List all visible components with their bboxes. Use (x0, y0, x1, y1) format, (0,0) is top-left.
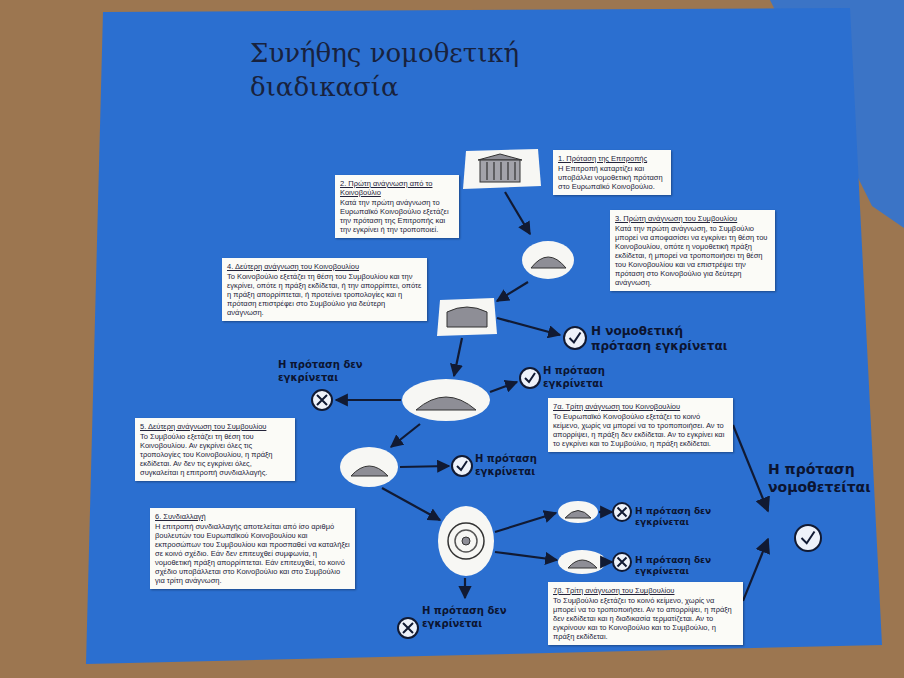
outcome-node: Η πρόταση εγκρίνεται (519, 362, 623, 390)
commission-icon (463, 149, 541, 189)
connector-arrow (743, 539, 768, 601)
outcome-label: Η πρόταση εγκρίνεται (475, 452, 545, 478)
outcome-node: Η πρόταση εγκρίνεται (450, 450, 545, 478)
stage-heading: 1. Πρόταση της Επιτροπής (558, 154, 666, 163)
stage-card: 5. Δεύτερη ανάγνωση του ΣυμβουλίουΤο Συμ… (135, 418, 295, 481)
stage-heading: 7α. Τρίτη ανάγνωση του Κοινοβουλίου (553, 402, 728, 411)
stage-heading: 5. Δεύτερη ανάγνωση του Συμβουλίου (140, 422, 290, 431)
stage-card: 4. Δεύτερη ανάγνωση του ΚοινοβουλίουΤο Κ… (222, 258, 427, 321)
stage-body: Το Συμβούλιο εξετάζει το κοινό κείμενο, … (553, 596, 738, 641)
stage-heading: 6. Συνδιαλλαγή (155, 512, 350, 521)
stage-body: Κατά την πρώτη ανάγνωση, το Συμβούλιο μπ… (615, 224, 770, 287)
stage-card: 6. ΣυνδιαλλαγήΗ επιτροπή συνδιαλλαγής απ… (150, 508, 355, 589)
outcome-label: Η πρόταση δεν εγκρίνεται (635, 506, 730, 528)
blue-poster (86, 8, 882, 664)
outcome-label: Η πρόταση νομοθετείται (768, 460, 878, 496)
outcome-label: Η πρόταση δεν εγκρίνεται (635, 555, 730, 577)
stage-heading: 3. Πρώτη ανάγνωση του Συμβουλίου (615, 214, 770, 223)
poster-title: Συνήθης νομοθετική διαδικασία (250, 36, 550, 104)
outcome-node: Η πρόταση δεν εγκρίνεται (612, 502, 730, 528)
council-icon (437, 298, 497, 336)
stage-card: 3. Πρώτη ανάγνωση του ΣυμβουλίουΚατά την… (610, 210, 775, 291)
stage-body: Κατά την πρώτη ανάγνωση το Ευρωπαϊκό Κοι… (340, 198, 454, 234)
stage-heading: 7β. Τρίτη ανάγνωση του Συμβουλίου (553, 586, 738, 595)
stage-card: 7β. Τρίτη ανάγνωση του ΣυμβουλίουΤο Συμβ… (548, 582, 743, 645)
stage-card: 2. Πρώτη ανάγνωση από το ΚοινοβούλιοΚατά… (335, 175, 459, 238)
council-icon (340, 447, 398, 487)
flow-arrow (336, 192, 612, 598)
stage-heading: 4. Δεύτερη ανάγνωση του Κοινοβουλίου (227, 262, 422, 271)
stage-body: Το Συμβούλιο εξετάζει τη θέση του Κοινοβ… (140, 432, 290, 477)
stage-body: Η επιτροπή συνδιαλλαγής αποτελείται από … (155, 522, 350, 585)
outcome-node: Η πρόταση δεν εγκρίνεται (396, 602, 508, 640)
parliament-icon (402, 379, 490, 421)
stage-heading: 2. Πρώτη ανάγνωση από το Κοινοβούλιο (340, 179, 454, 197)
outcome-label: Η νομοθετική πρόταση εγκρίνεται (591, 324, 741, 354)
conciliation-icon (438, 506, 494, 576)
stage-card: 1. Πρόταση της ΕπιτροπήςΗ Επιτροπή καταρ… (553, 150, 671, 195)
outcome-label: Η πρόταση εγκρίνεται (543, 364, 623, 390)
outcome-node: Η πρόταση δεν εγκρίνεται (612, 552, 730, 577)
parliament-icon (522, 241, 574, 279)
parliament-icon (558, 501, 598, 523)
stage-body: Το Ευρωπαϊκό Κοινοβούλιο εξετάζει το κοι… (553, 412, 728, 448)
outcome-node: Η νομοθετική πρόταση εγκρίνεται (563, 324, 741, 354)
stage-card: 7α. Τρίτη ανάγνωση του ΚοινοβουλίουΤο Ευ… (548, 398, 733, 452)
outcome-label: Η πρόταση δεν εγκρίνεται (422, 604, 508, 630)
council-icon (558, 550, 606, 574)
stage-body: Η Επιτροπή καταρτίζει και υποβάλλει νομο… (558, 164, 666, 191)
stage-body: Το Κοινοβούλιο εξετάζει τη θέση του Συμβ… (227, 272, 422, 317)
outcome-node: Η πρόταση νομοθετείται (768, 460, 878, 553)
outcome-node: Η πρόταση δεν εγκρίνεται (278, 358, 370, 412)
outcome-label: Η πρόταση δεν εγκρίνεται (278, 358, 370, 384)
connector-arrow (733, 425, 768, 511)
